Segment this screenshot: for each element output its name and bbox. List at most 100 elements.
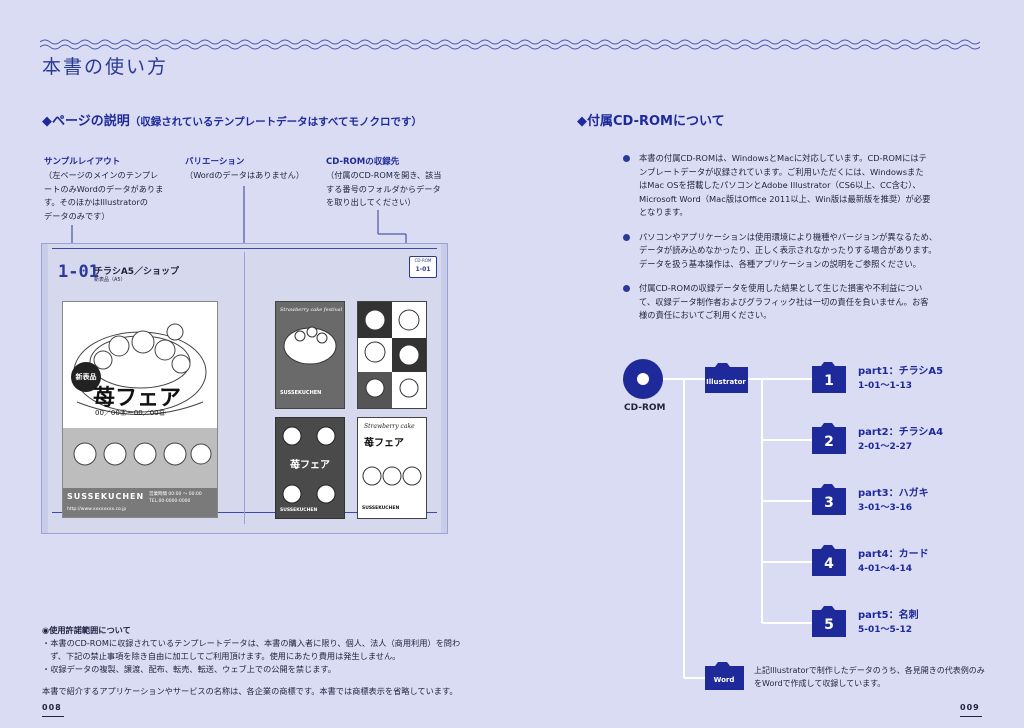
spread-edge-strip [441, 244, 447, 533]
main-flyer-brand: SUSSEKUCHEN [67, 492, 145, 501]
folder-illustrator-label: Illustrator [706, 378, 746, 386]
label-sample-layout: サンプルレイアウト （左ページのメインのテンプレ ートのみWordのデータがあり… [44, 155, 184, 223]
variation-preview-1b [357, 301, 427, 409]
part-range: 3-01～3-16 [858, 503, 913, 513]
bullet-line: 様の責任においてご利用ください。 [639, 310, 772, 320]
bullet-line: はMac OSを搭載したパソコンとAdobe Illustrator（CS6以上… [639, 180, 921, 190]
cdrom-tag-line2: 1-01 [415, 266, 431, 273]
part-number: 5 [824, 617, 834, 633]
page-description-heading: ◆ページの説明（収録されているテンプレートデータはすべてモノクロです） [42, 110, 422, 129]
cdrom-tag-line1: CD-ROM [414, 258, 432, 263]
folder-icon-part3: 3 [812, 484, 846, 515]
part-label-1: part1：チラシA5 1-01～1-13 [858, 365, 943, 393]
bullet-line: ンプレートデータが収録されています。ご利用いただくには、Windowsまた [639, 166, 924, 177]
word-note-line: 上記Illustratorで制作したデータのうち、各見開きの代表例のみ [754, 666, 985, 675]
main-flyer-hours: 営業時間 00:00 ～ 00:00 [149, 492, 202, 497]
left-page-number: 008 [42, 703, 62, 712]
cake-illustration [362, 466, 422, 486]
part-name: part2：チラシA4 [858, 427, 944, 438]
label-title: サンプルレイアウト [44, 157, 121, 167]
bullet-dot [623, 285, 630, 292]
label-body-line: データのみです） [44, 210, 110, 221]
bullet-line: データを扱う基本操作は、各種アプリケーションの説明をご参照ください。 [639, 258, 921, 269]
bullet-line: て、収録データ制作者およびグラフィック社は一切の責任を負いません。お客 [639, 296, 929, 307]
page-description-heading-main: ◆ページの説明 [42, 114, 130, 129]
variation-preview-2: 苺フェア SUSSEKUCHEN [275, 417, 345, 519]
main-flyer-preview: 新表品 苺フェア 00／00㊌ー00／00㊐ SUSSEKUCHEN 営業時間 … [62, 301, 218, 518]
variation-preview-1: Strawberry cake festival SUSSEKUCHEN [275, 301, 345, 409]
label-title: CD-ROMの収録先 [326, 157, 400, 167]
variation-preview-3: Strawberry cake 苺フェア SUSSEKUCHEN [357, 417, 427, 519]
page-description-heading-sub: （収録されているテンプレートデータはすべてモノクロです） [129, 116, 422, 128]
word-folder-note: 上記Illustratorで制作したデータのうち、各見開きの代表例のみ をWor… [754, 665, 985, 690]
part-name: part5：名刺 [858, 610, 919, 621]
cdrom-tag: CD-ROM 1-01 [409, 256, 437, 278]
left-page-number-rule [42, 716, 64, 717]
new-badge: 新表品 [71, 362, 101, 392]
part-label-2: part2：チラシA4 2-01～2-27 [858, 426, 943, 454]
part-name: part1：チラシA5 [858, 366, 944, 377]
spread-preview: 1-01 チラシA5／ショップ 新表品（A5） CD-ROM 1-01 新表品 … [41, 243, 448, 534]
part-number: 4 [824, 556, 834, 572]
part-number: 2 [824, 434, 834, 450]
variation-3-title: Strawberry cake [364, 423, 415, 430]
folder-word-label: Word [714, 676, 735, 684]
tree-connectors [662, 378, 812, 679]
bullet-item: 付属CD-ROMの収録データを使用した結果として生じた損害や不利益につい て、収… [623, 282, 979, 323]
cake-illustration [283, 326, 337, 365]
folder-icon-part1: 1 [812, 362, 846, 393]
usage-terms-line: ・収録データの複製、譲渡、配布、転売、転送、ウェブ上での公開を禁じます。 [42, 664, 336, 674]
part-range: 1-01～1-13 [858, 381, 913, 391]
label-cdrom-location: CD-ROMの収録先 （付属のCD-ROMを開き、該当 する番号のフォルダからデ… [326, 155, 466, 210]
label-body-line: （Wordのデータはありません） [185, 170, 305, 180]
label-body-line: ートのみWordのデータがありま [44, 183, 164, 194]
usage-terms-line: ず、下記の禁止事項を除き自由に加工してご利用頂けます。使用にあたり費用は発生しま… [42, 651, 401, 661]
usage-terms-line: ・本書のCD-ROMに収録されているテンプレートデータは、本書の購入者に限り、個… [42, 638, 461, 648]
spread-subtitle: 新表品（A5） [94, 277, 126, 283]
cake-grid-illustration [282, 426, 336, 504]
part-range: 5-01～5-12 [858, 625, 913, 635]
bullet-line: パソコンやアプリケーションは使用環境により機種やバージョンが異なるため、 [639, 231, 938, 242]
main-flyer-dates: 00／00㊌ー00／00㊐ [95, 409, 166, 417]
bullet-line: 付属CD-ROMの収録データを使用した結果として生じた損害や不利益につい [639, 283, 923, 293]
label-body: （左ページのメインのテンプレ ートのみWordのデータがありま す。そのほかはI… [44, 169, 184, 223]
folder-icon-illustrator: Illustrator [705, 363, 748, 393]
bullet-line: となります。 [639, 207, 688, 217]
cake-grid-illustration [358, 302, 426, 408]
page-title: 本書の使い方 [42, 56, 169, 78]
right-page-number-rule [960, 716, 982, 717]
bullet-dot [623, 155, 630, 162]
part-label-5: part5：名刺 5-01～5-12 [858, 609, 919, 637]
label-body-line: す。そのほかはIllustratorの [44, 197, 148, 207]
bullet-line: 本書の付属CD-ROMは、WindowsとMacに対応しています。CD-ROMに… [639, 153, 927, 163]
label-title: バリエーション [185, 157, 245, 167]
cake-illustration [63, 323, 217, 517]
bullet-line: データが読み込めなかったり、正しく表示されなかったりする場合があります。 [639, 245, 937, 255]
folder-icon-part2: 2 [812, 423, 846, 454]
part-range: 2-01～2-27 [858, 442, 913, 452]
cd-rom-icon [623, 359, 663, 399]
label-body-line: （左ページのメインのテンプレ [44, 170, 159, 180]
variation-2-title: 苺フェア [290, 460, 330, 471]
usage-terms: ◉使用許諾範囲について ・本書のCD-ROMに収録されているテンプレートデータは… [42, 624, 462, 698]
part-name: part3：ハガキ [858, 488, 929, 499]
label-body-line: （付属のCD-ROMを開き、該当 [326, 170, 442, 180]
part-label-3: part3：ハガキ 3-01～3-16 [858, 487, 929, 515]
spread-top-rule [52, 248, 437, 249]
usage-terms-title: ◉使用許諾範囲について [42, 625, 131, 635]
spread-number: 1-01 [58, 262, 99, 282]
variation-1-title: Strawberry cake festival [280, 307, 343, 313]
part-label-4: part4：カード 4-01～4-14 [858, 548, 929, 576]
part-number: 3 [824, 495, 834, 511]
label-body-line: を取り出してください） [326, 197, 416, 207]
label-body: （付属のCD-ROMを開き、該当 する番号のフォルダからデータ を取り出してくだ… [326, 169, 466, 210]
part-range: 4-01～4-14 [858, 564, 913, 574]
spread-edge-strip [42, 244, 48, 533]
word-note-line: をWordで作成して収録しています。 [754, 678, 886, 688]
spread-gutter [244, 252, 245, 524]
main-flyer-tel: TEL.00-0000-0000 [149, 499, 191, 504]
variation-1-brand: SUSSEKUCHEN [280, 390, 322, 396]
variation-3-brand: SUSSEKUCHEN [362, 506, 400, 511]
main-flyer-url: http://www.xxxxxxxx.co.jp [67, 507, 127, 512]
